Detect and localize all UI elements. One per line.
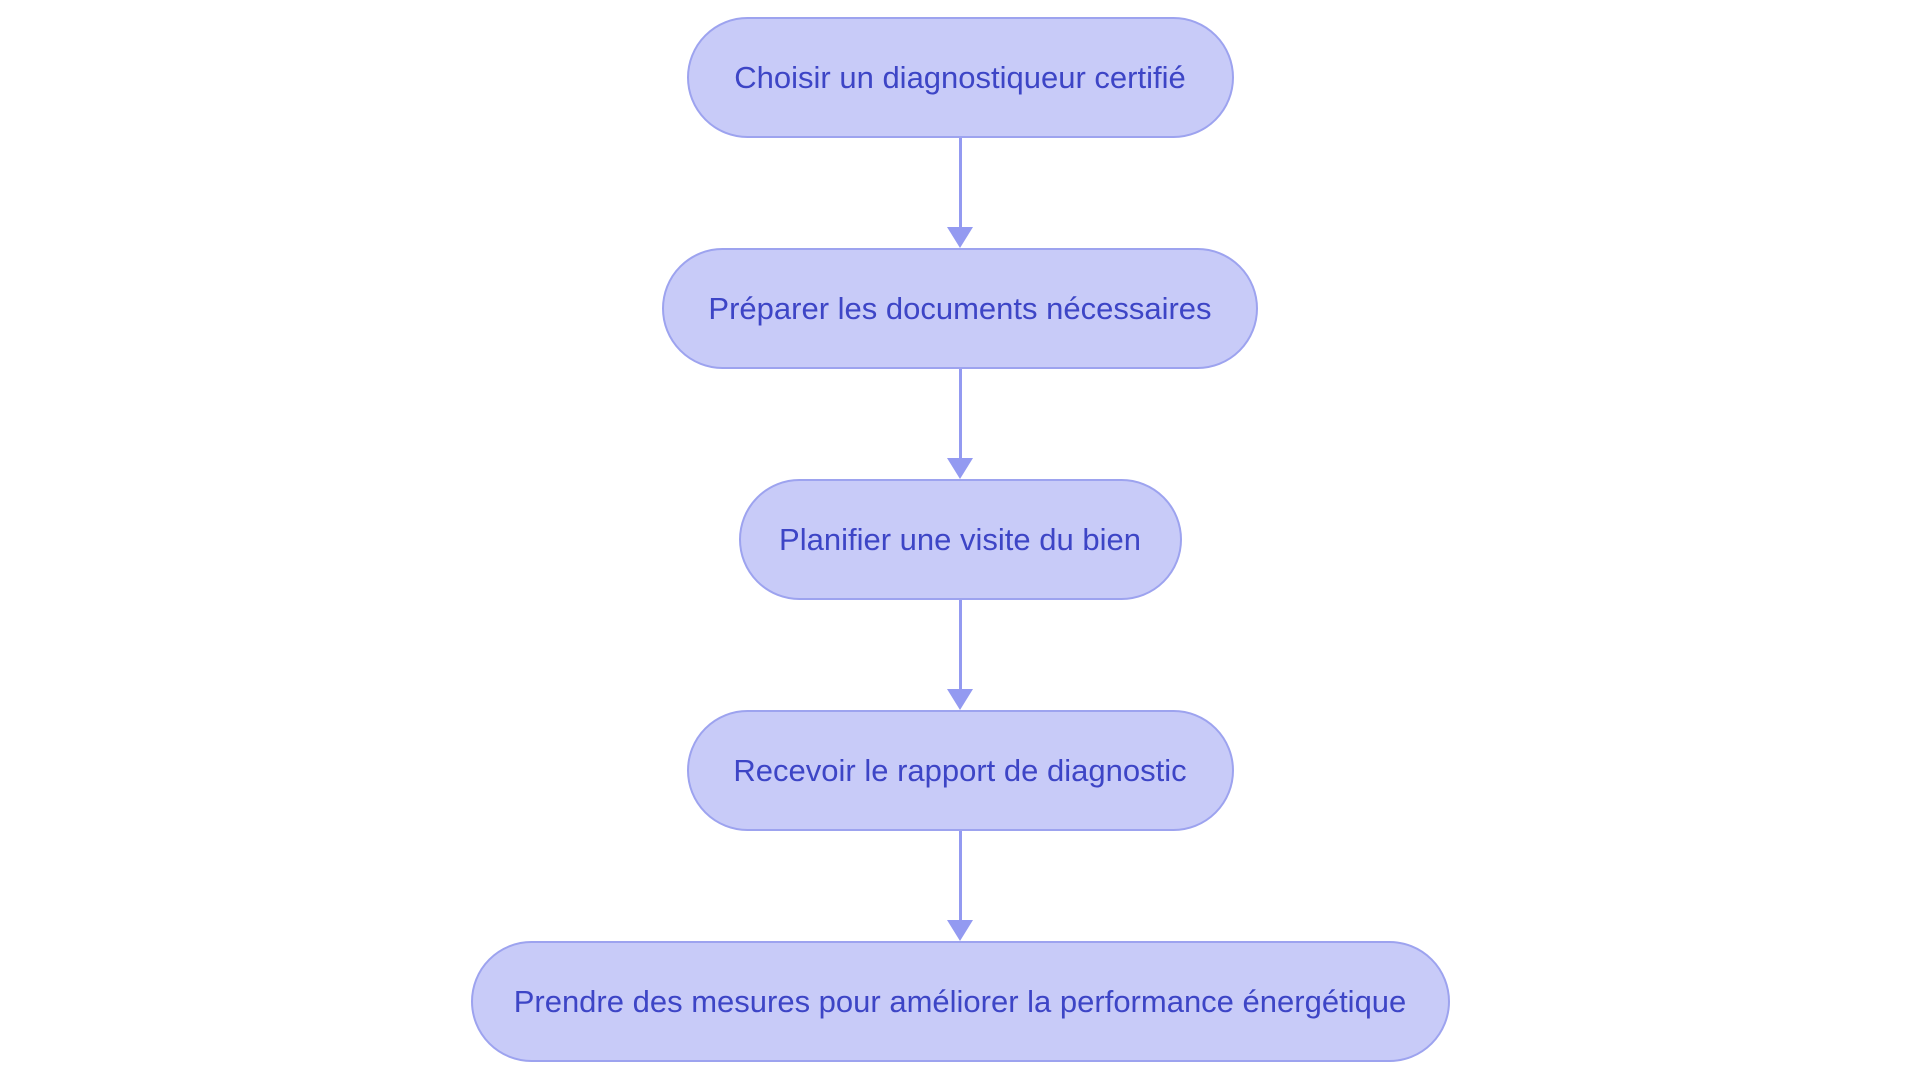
flow-node-planifier-visite: Planifier une visite du bien [738, 479, 1182, 600]
node-label: Choisir un diagnostiqueur certifié [734, 59, 1186, 95]
flow-arrow-3 [947, 600, 973, 710]
arrow-line [958, 831, 962, 920]
arrow-line [958, 600, 962, 689]
arrow-line [958, 138, 962, 227]
node-label: Recevoir le rapport de diagnostic [733, 752, 1187, 788]
node-label: Préparer les documents nécessaires [708, 290, 1212, 326]
flow-node-preparer-documents: Préparer les documents nécessaires [662, 248, 1258, 369]
node-label: Prendre des mesures pour améliorer la pe… [513, 983, 1407, 1019]
flow-arrow-2 [947, 369, 973, 479]
flow-arrow-1 [947, 138, 973, 248]
flow-node-prendre-mesures: Prendre des mesures pour améliorer la pe… [470, 941, 1450, 1062]
flow-node-recevoir-rapport: Recevoir le rapport de diagnostic [686, 710, 1234, 831]
node-label: Planifier une visite du bien [779, 521, 1141, 557]
arrow-line [958, 369, 962, 458]
arrow-head-down-icon [947, 689, 973, 710]
flow-node-choisir-diagnostiqueur: Choisir un diagnostiqueur certifié [686, 17, 1234, 138]
flow-arrow-4 [947, 831, 973, 941]
arrow-head-down-icon [947, 227, 973, 248]
arrow-head-down-icon [947, 920, 973, 941]
arrow-head-down-icon [947, 458, 973, 479]
